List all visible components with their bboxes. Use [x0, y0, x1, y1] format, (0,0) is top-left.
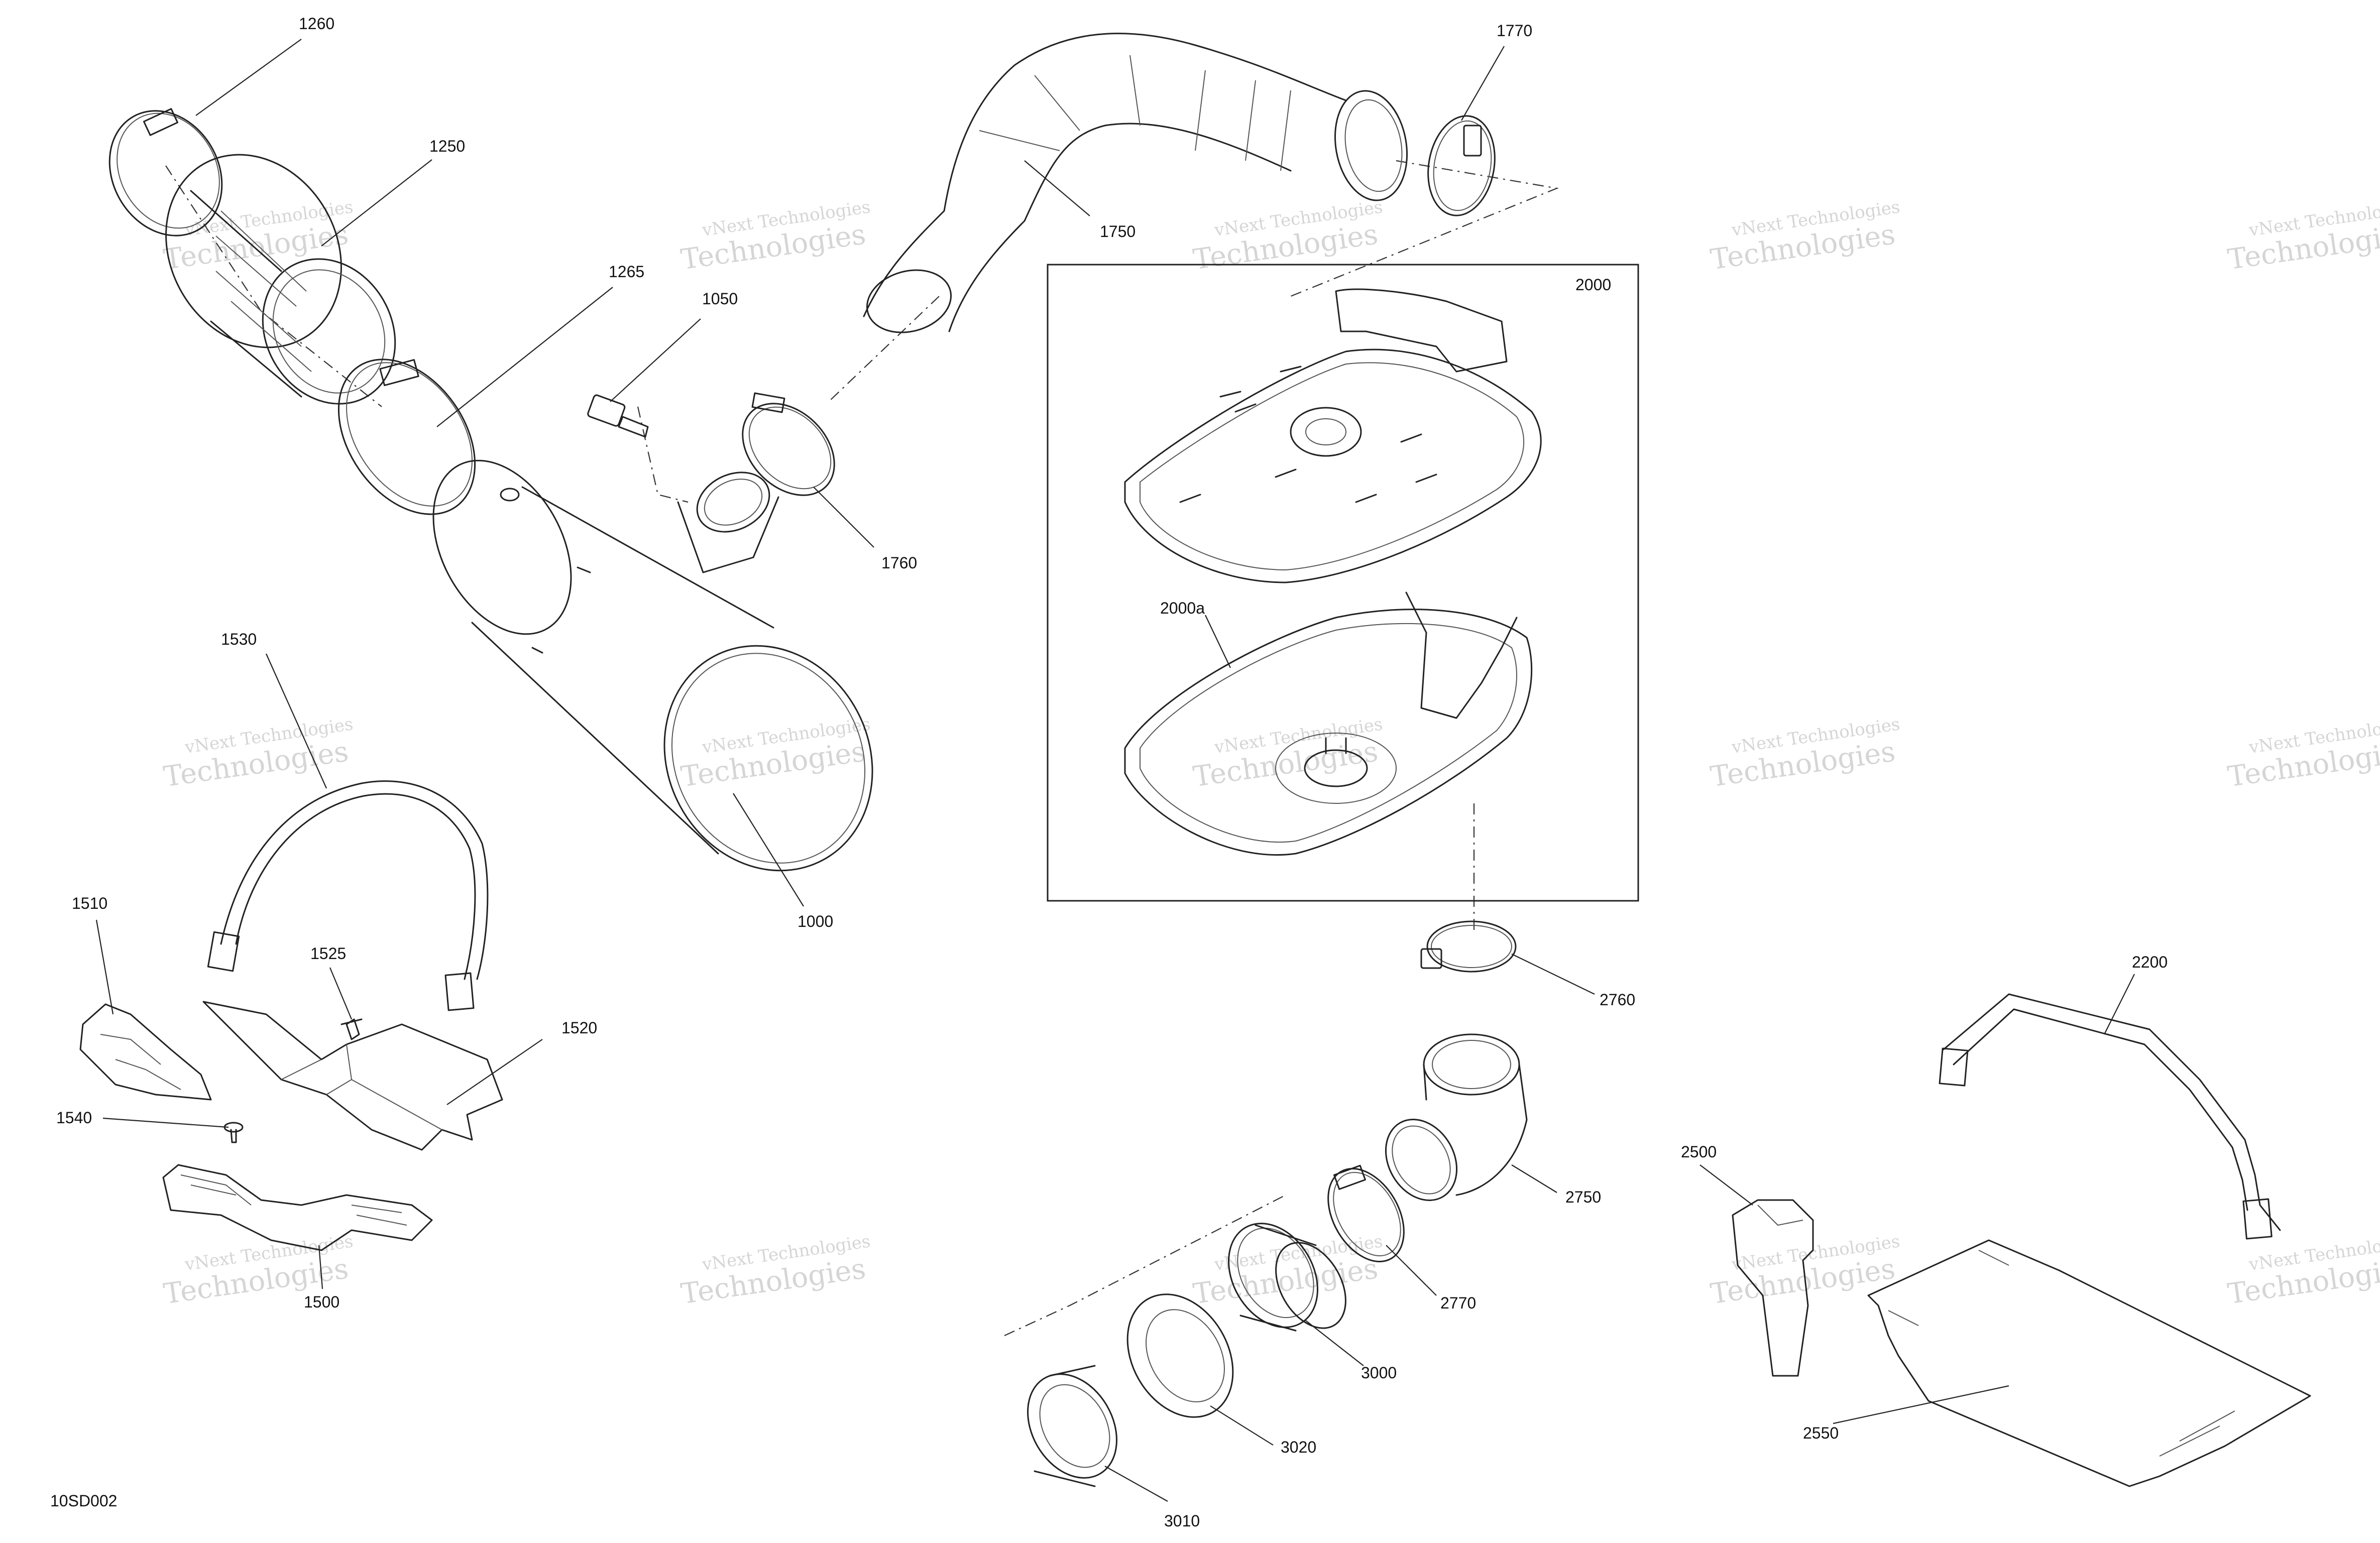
watermark: vNext Technologies Technologies [2226, 714, 2380, 793]
part-2770-clamp [1327, 1164, 1405, 1262]
part-3020-flange [1126, 1293, 1234, 1418]
callout-1000: 1000 [798, 912, 833, 930]
callout-2000a: 2000a [1160, 599, 1205, 617]
callout-2550: 2550 [1803, 1424, 1839, 1442]
part-3010-nut [1027, 1365, 1117, 1487]
callout-2750: 2750 [1565, 1188, 1601, 1206]
callout-2760: 2760 [1600, 991, 1635, 1009]
callout-1525: 1525 [310, 944, 346, 963]
watermark: vNext Technologies Technologies [679, 1231, 872, 1311]
part-2000-airbox [1047, 264, 1639, 902]
leader-lines [95, 39, 2135, 1502]
assembly-frame [1047, 264, 1639, 902]
watermark: vNext Technologies Technologies [1709, 714, 1901, 793]
part-1530-strap [207, 780, 489, 1011]
part-1250-adapter [165, 154, 396, 405]
part-2550-skidplate [1867, 1239, 2311, 1487]
callout-3010: 3010 [1164, 1512, 1200, 1530]
part-1750-hose [863, 33, 1408, 333]
watermark: vNext Technologies Technologies [1709, 197, 1901, 276]
part-1770-clamp [1427, 115, 1496, 216]
watermark: vNext Technologies Technologies [679, 197, 872, 276]
part-1500-mount [162, 1164, 433, 1251]
callout-1265: 1265 [609, 263, 644, 281]
diagram-code: 10SD002 [50, 1492, 117, 1510]
part-1520-heatshield [202, 1001, 503, 1151]
callout-3020: 3020 [1281, 1438, 1316, 1456]
part-1265-clamp [337, 359, 476, 515]
watermark: vNext Technologies Technologies [162, 714, 355, 793]
callout-1770: 1770 [1497, 22, 1532, 40]
callout-labels: 1260 1250 1265 1050 1750 1770 1760 2000 … [56, 15, 2168, 1530]
callout-2200: 2200 [2132, 953, 2168, 971]
part-1000-muffler [432, 459, 873, 872]
callout-2000: 2000 [1575, 276, 1611, 294]
callout-1750: 1750 [1100, 222, 1136, 241]
part-1510-bracket [79, 1003, 212, 1101]
watermarks: vNext Technologies Technologies vNext Te… [162, 197, 2380, 1311]
watermark: vNext Technologies Technologies [2226, 1231, 2380, 1311]
part-1760-clamp [742, 392, 835, 496]
callout-1250: 1250 [429, 137, 465, 155]
callout-2770: 2770 [1440, 1294, 1476, 1312]
callout-2500: 2500 [1681, 1143, 1717, 1161]
part-3000-adapter [1228, 1223, 1346, 1332]
callout-1530: 1530 [221, 630, 257, 648]
callout-1500: 1500 [304, 1293, 339, 1311]
watermark: vNext Technologies Technologies [1191, 1231, 1384, 1311]
part-2500-bracket [1732, 1199, 1814, 1377]
callout-1510: 1510 [72, 894, 107, 912]
callout-1260: 1260 [299, 15, 334, 33]
watermark: vNext Technologies Technologies [2226, 197, 2380, 276]
callout-1050: 1050 [702, 290, 738, 308]
callout-1520: 1520 [561, 1019, 597, 1037]
part-2200-strap [1939, 993, 2281, 1240]
watermark: vNext Technologies Technologies [162, 197, 355, 276]
callout-3000: 3000 [1361, 1364, 1397, 1382]
part-1050-sensor [587, 394, 649, 438]
part-2750-elbow [1385, 1033, 1528, 1201]
callout-1540: 1540 [56, 1109, 92, 1127]
part-1525-screw [341, 1018, 363, 1040]
watermark: vNext Technologies Technologies [1191, 714, 1384, 793]
watermark: vNext Technologies Technologies [679, 714, 872, 793]
part-1540-rivet [223, 1122, 244, 1143]
part-2760-clamp [1420, 920, 1517, 973]
callout-1760: 1760 [881, 554, 917, 572]
part-1260-clamp [108, 108, 223, 236]
